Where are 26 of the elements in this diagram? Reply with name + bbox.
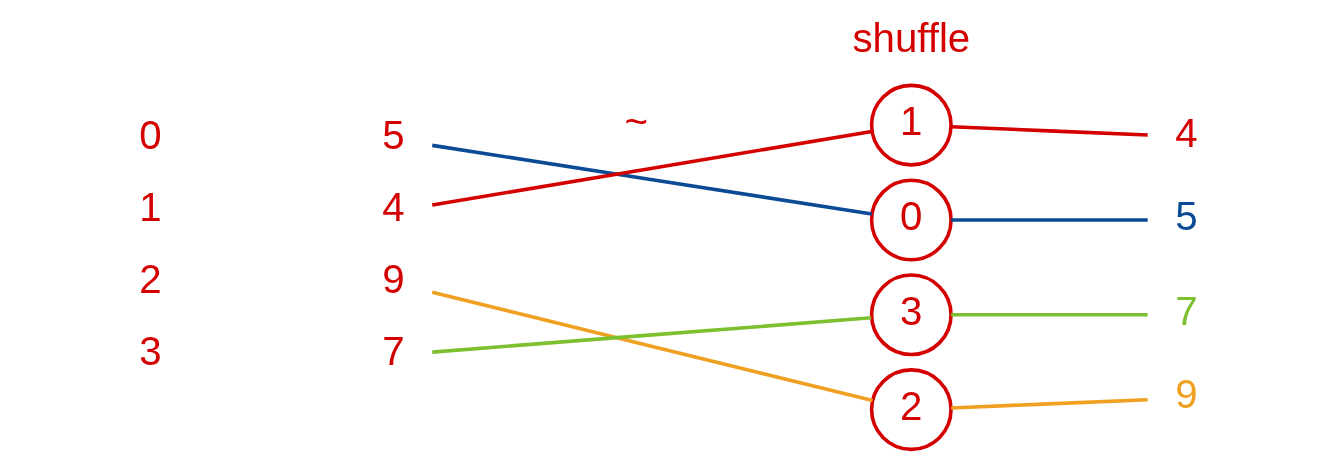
label: 0 (139, 113, 162, 159)
node-text: 5 (382, 113, 405, 159)
node-text: 4 (1175, 110, 1198, 156)
label: 1 (139, 185, 162, 231)
connector (432, 316, 872, 354)
node-text: 9 (382, 257, 405, 303)
node-circle: 3 (869, 273, 953, 357)
connector (951, 124, 1148, 137)
connector (431, 129, 873, 207)
node-circle: 2 (869, 368, 953, 452)
connector (951, 397, 1148, 410)
label: shuffle (852, 15, 971, 61)
node-text: 4 (382, 185, 405, 231)
node-text: 9 (1175, 372, 1198, 418)
node-circle: 1 (869, 83, 953, 167)
connector (431, 290, 873, 403)
node-text: 7 (1175, 288, 1198, 334)
connector (431, 143, 873, 216)
connector (951, 313, 1148, 317)
node-text: 7 (382, 328, 405, 374)
label: ~ (624, 99, 648, 145)
node-circle: 0 (869, 178, 953, 262)
node-text: 5 (1175, 193, 1198, 239)
connector (951, 218, 1148, 222)
label: 2 (139, 257, 162, 303)
label: 3 (139, 328, 162, 374)
